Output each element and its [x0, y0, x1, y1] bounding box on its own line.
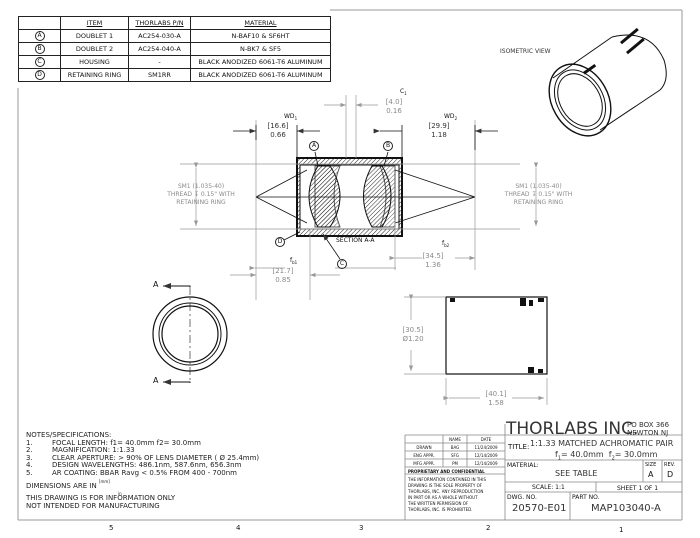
material-label: MATERIAL:	[507, 462, 539, 469]
zone-label: 5	[109, 524, 114, 532]
diameter-dimension: [30.5]Ø1.20	[402, 326, 424, 343]
bom-material: N-BK7 & SF5	[190, 42, 331, 56]
bom-pn: SM1RR	[128, 68, 191, 82]
date-header: DATE	[480, 437, 492, 442]
dwg-label: DWG. NO.	[507, 494, 537, 501]
size-label: SIZE	[645, 462, 657, 468]
zone-label: 3	[359, 524, 364, 532]
bom-item: HOUSING	[60, 55, 129, 69]
wd1-label: WD1	[284, 113, 298, 122]
dwg-number: 20570-E01	[512, 503, 567, 514]
wd2-dimension: [29.9]1.18	[428, 122, 450, 139]
bom-header-material: MATERIAL	[190, 16, 331, 30]
part-number: MAP103040-A	[591, 503, 661, 514]
bom-pn: AC254-040-A	[128, 42, 191, 56]
size-value: A	[648, 470, 654, 479]
scale: SCALE: 1:1	[532, 484, 565, 491]
section-label: SECTION A-A	[336, 237, 375, 244]
bom-material: N-BAF10 & SF6HT	[190, 29, 331, 43]
wd2-label: WD2	[444, 113, 458, 122]
notes-block: NOTES/SPECIFICATIONS: 1.FOCAL LENGTH: f1…	[26, 431, 260, 510]
approval-role: DRAWN	[416, 445, 432, 450]
title-label: TITLE:	[508, 443, 530, 451]
disclaimer: THIS DRAWING IS FOR INFORMATION ONLY	[26, 494, 176, 503]
proprietary-title: PROPRIETARY AND CONFIDENTIAL	[408, 469, 485, 474]
isometric-view	[548, 27, 667, 137]
note-item: 2.MAGNIFICATION: 1:1.33	[26, 446, 135, 455]
approval-date: 12/14/2009	[474, 453, 498, 458]
bom-row: C HOUSING-BLACK ANODIZED 6061-T6 ALUMINUM	[18, 55, 331, 69]
note-item: 5.AR COATING: BBAR Ravg < 0.5% FROM 400 …	[26, 468, 237, 477]
name-header: NAME	[449, 437, 461, 442]
bom-material: BLACK ANODIZED 6061-T6 ALUMINUM	[190, 68, 331, 82]
notes-title: NOTES/SPECIFICATIONS:	[26, 431, 112, 439]
note-item: 1.FOCAL LENGTH: f1= 40.0mm f2= 30.0mm	[26, 438, 201, 447]
note-item: 3.CLEAR APERTURE: > 90% OF LENS DIAMETER…	[26, 453, 260, 462]
section-marker-top: A	[153, 280, 159, 289]
callout-b: B	[34, 44, 45, 54]
zone-label: 4	[236, 524, 241, 532]
callout-c: C	[34, 57, 45, 67]
bom-item: DOUBLET 1	[60, 29, 129, 43]
fb2-label: fb2	[442, 240, 450, 249]
approval-name: PM	[452, 461, 458, 466]
isometric-view-label: ISOMETRIC VIEW	[500, 48, 551, 55]
callout-d-marker: D	[275, 237, 285, 247]
approval-date: 12/14/2009	[474, 461, 498, 466]
bom-header-row: ITEM THORLABS P/N MATERIAL	[18, 16, 331, 30]
approval-role: ENG APPR.	[413, 453, 435, 458]
bom-pn: -	[128, 55, 191, 69]
callout-d: D	[34, 70, 45, 80]
section-marker-bottom: A	[153, 376, 159, 385]
bom-item: RETAINING RING	[60, 68, 129, 82]
rev-value: D	[667, 470, 674, 479]
zone-label: 1	[619, 526, 624, 534]
sheet-number: SHEET 1 OF 1	[617, 485, 659, 492]
callout-a-marker: A	[309, 141, 319, 151]
fb2-dimension: [34.5]1.36	[422, 252, 444, 269]
units-note: DIMENSIONS ARE IN [mm]in	[26, 478, 122, 496]
approval-name: BAG	[450, 445, 460, 450]
title-block-lines	[404, 424, 682, 520]
zone-label: 2	[486, 524, 491, 532]
disclaimer: NOT INTENDED FOR MANUFACTURING	[26, 501, 160, 510]
note-item: 4.DESIGN WAVELENGTHS: 486.1nm, 587.6nm, …	[26, 461, 242, 470]
end-view	[152, 283, 228, 385]
length-dimension: [40.1]1.58	[485, 390, 507, 407]
bom-pn: AC254-030-A	[128, 29, 191, 43]
sheet-frame	[17, 9, 683, 521]
c1-label: C1	[400, 88, 407, 97]
callout-a: A	[34, 31, 45, 41]
c1-dimension: [4.0]0.16	[385, 98, 403, 115]
material-value: SEE TABLE	[555, 469, 598, 478]
approval-role: MFG APPR.	[413, 461, 435, 466]
wd1-dimension: [16.6]0.66	[267, 122, 289, 139]
bom-header-pn: THORLABS P/N	[128, 16, 191, 30]
bom-item: DOUBLET 2	[60, 42, 129, 56]
part-label: PART NO.	[572, 494, 600, 501]
callout-c-marker: C	[337, 259, 347, 269]
approval-name: SFG	[451, 453, 459, 458]
approval-date: 11/24/2009	[474, 445, 498, 450]
rev-label: REV.	[664, 462, 675, 468]
drawing-title: 1:1.33 MATCHED ACHROMATIC PAIR	[530, 439, 674, 448]
bom-header-item: ITEM	[60, 16, 129, 30]
section-view	[180, 95, 539, 300]
bom-material: BLACK ANODIZED 6061-T6 ALUMINUM	[190, 55, 331, 69]
company-name: THORLABS INC.	[506, 419, 639, 439]
fb1-dimension: [21.7]0.85	[272, 267, 294, 284]
callout-b-marker: B	[383, 141, 393, 151]
side-view	[404, 294, 548, 405]
drawing-title-focal: f1= 40.0mm f2= 30.0mm	[555, 450, 658, 462]
fb1-label: fb1	[290, 257, 298, 266]
